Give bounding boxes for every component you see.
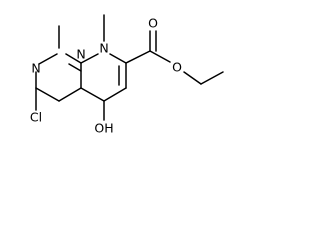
pyrimidine-ring bbox=[35, 53, 82, 102]
bond-c5-c6 bbox=[58, 87, 82, 102]
atom-oh: OH bbox=[94, 121, 113, 136]
bond-n1-c2 bbox=[65, 53, 82, 64]
bond-c2-n3 bbox=[38, 53, 58, 65]
bond-c6-c7 bbox=[80, 87, 105, 102]
bond-n7-c6 bbox=[80, 53, 99, 64]
bond-c9-carbonyl-c bbox=[125, 50, 151, 64]
bond-c9-n7 bbox=[109, 53, 127, 64]
atom-n-top: N bbox=[76, 47, 85, 62]
bond-ester-o-ch2 bbox=[183, 71, 202, 85]
atom-n-pyrrole: N bbox=[99, 41, 108, 56]
bond-ch2-ch3 bbox=[200, 71, 224, 85]
atom-o-carbonyl: O bbox=[148, 16, 158, 31]
substituents bbox=[35, 14, 224, 121]
bond-c7-c8 bbox=[103, 87, 127, 102]
molecule-diagram: N N N Cl OH O O bbox=[30, 14, 224, 136]
bond-carbonyl-c-ester-o bbox=[149, 50, 171, 63]
bond-n1-c2-inner bbox=[68, 63, 82, 72]
atom-o-ester: O bbox=[172, 60, 182, 75]
pyrrole-ring bbox=[80, 53, 127, 102]
atom-cl: Cl bbox=[30, 110, 42, 125]
atom-n-bottom: N bbox=[31, 61, 40, 76]
bond-c4-c5 bbox=[35, 87, 60, 102]
